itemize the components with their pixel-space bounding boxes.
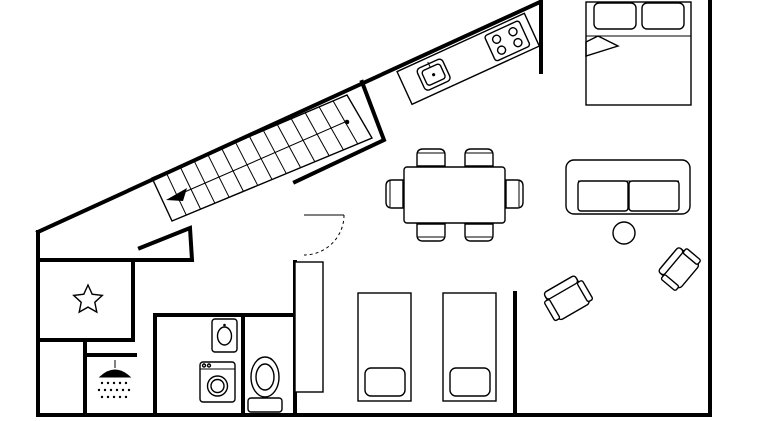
armchair [658,247,701,291]
dining-chair [416,148,446,167]
dining-table [403,166,506,224]
stair-upper-wall [292,79,387,185]
sink-icon [416,58,451,91]
stair-tread [249,136,273,180]
bed-pillow-right [641,2,685,30]
staircase [151,94,374,222]
stair-lower-wall [38,225,195,262]
bath-block-wall [153,313,295,417]
double-bed [585,1,692,106]
side-table [612,221,636,245]
stove-icon [484,20,531,62]
twin-bed [357,292,412,402]
stair-tread [207,154,230,198]
washing-machine-icon [199,361,236,403]
dining-chair [385,179,404,209]
armchair [543,275,594,322]
sofa [565,159,691,215]
dining-set [385,148,524,242]
stair-tread [193,159,216,204]
staircase-outline [151,94,374,222]
stair-tread [165,171,187,216]
bed-duvet-fold [585,35,620,57]
twin-bed-left-pillow [364,367,406,397]
sofa-seat-left [577,180,629,212]
door-swing-arc [303,214,345,256]
diagonal-exterior-wall [35,0,543,235]
shower-icon [97,360,132,399]
twin-bed [442,292,497,402]
door [303,214,345,256]
sofa-seat-right [628,180,680,212]
stairs-direction-line [179,121,346,195]
toilet-icon [247,356,283,413]
kitchen-counter [396,12,541,106]
dining-chair [505,179,524,209]
stair-tread [235,142,259,186]
stair-tread [221,148,244,192]
wardrobe [294,261,324,393]
dining-chair [464,223,494,242]
star-icon [72,283,104,314]
twin-bed-right-pillow [449,367,491,397]
stairs-start-dot [344,119,350,125]
dining-chair [416,223,446,242]
laundry-sink [211,318,238,353]
dining-chair [464,148,494,167]
bed-pillow-left [593,2,637,30]
stair-tread [179,165,202,210]
stairs-arrow-icon [166,188,187,201]
